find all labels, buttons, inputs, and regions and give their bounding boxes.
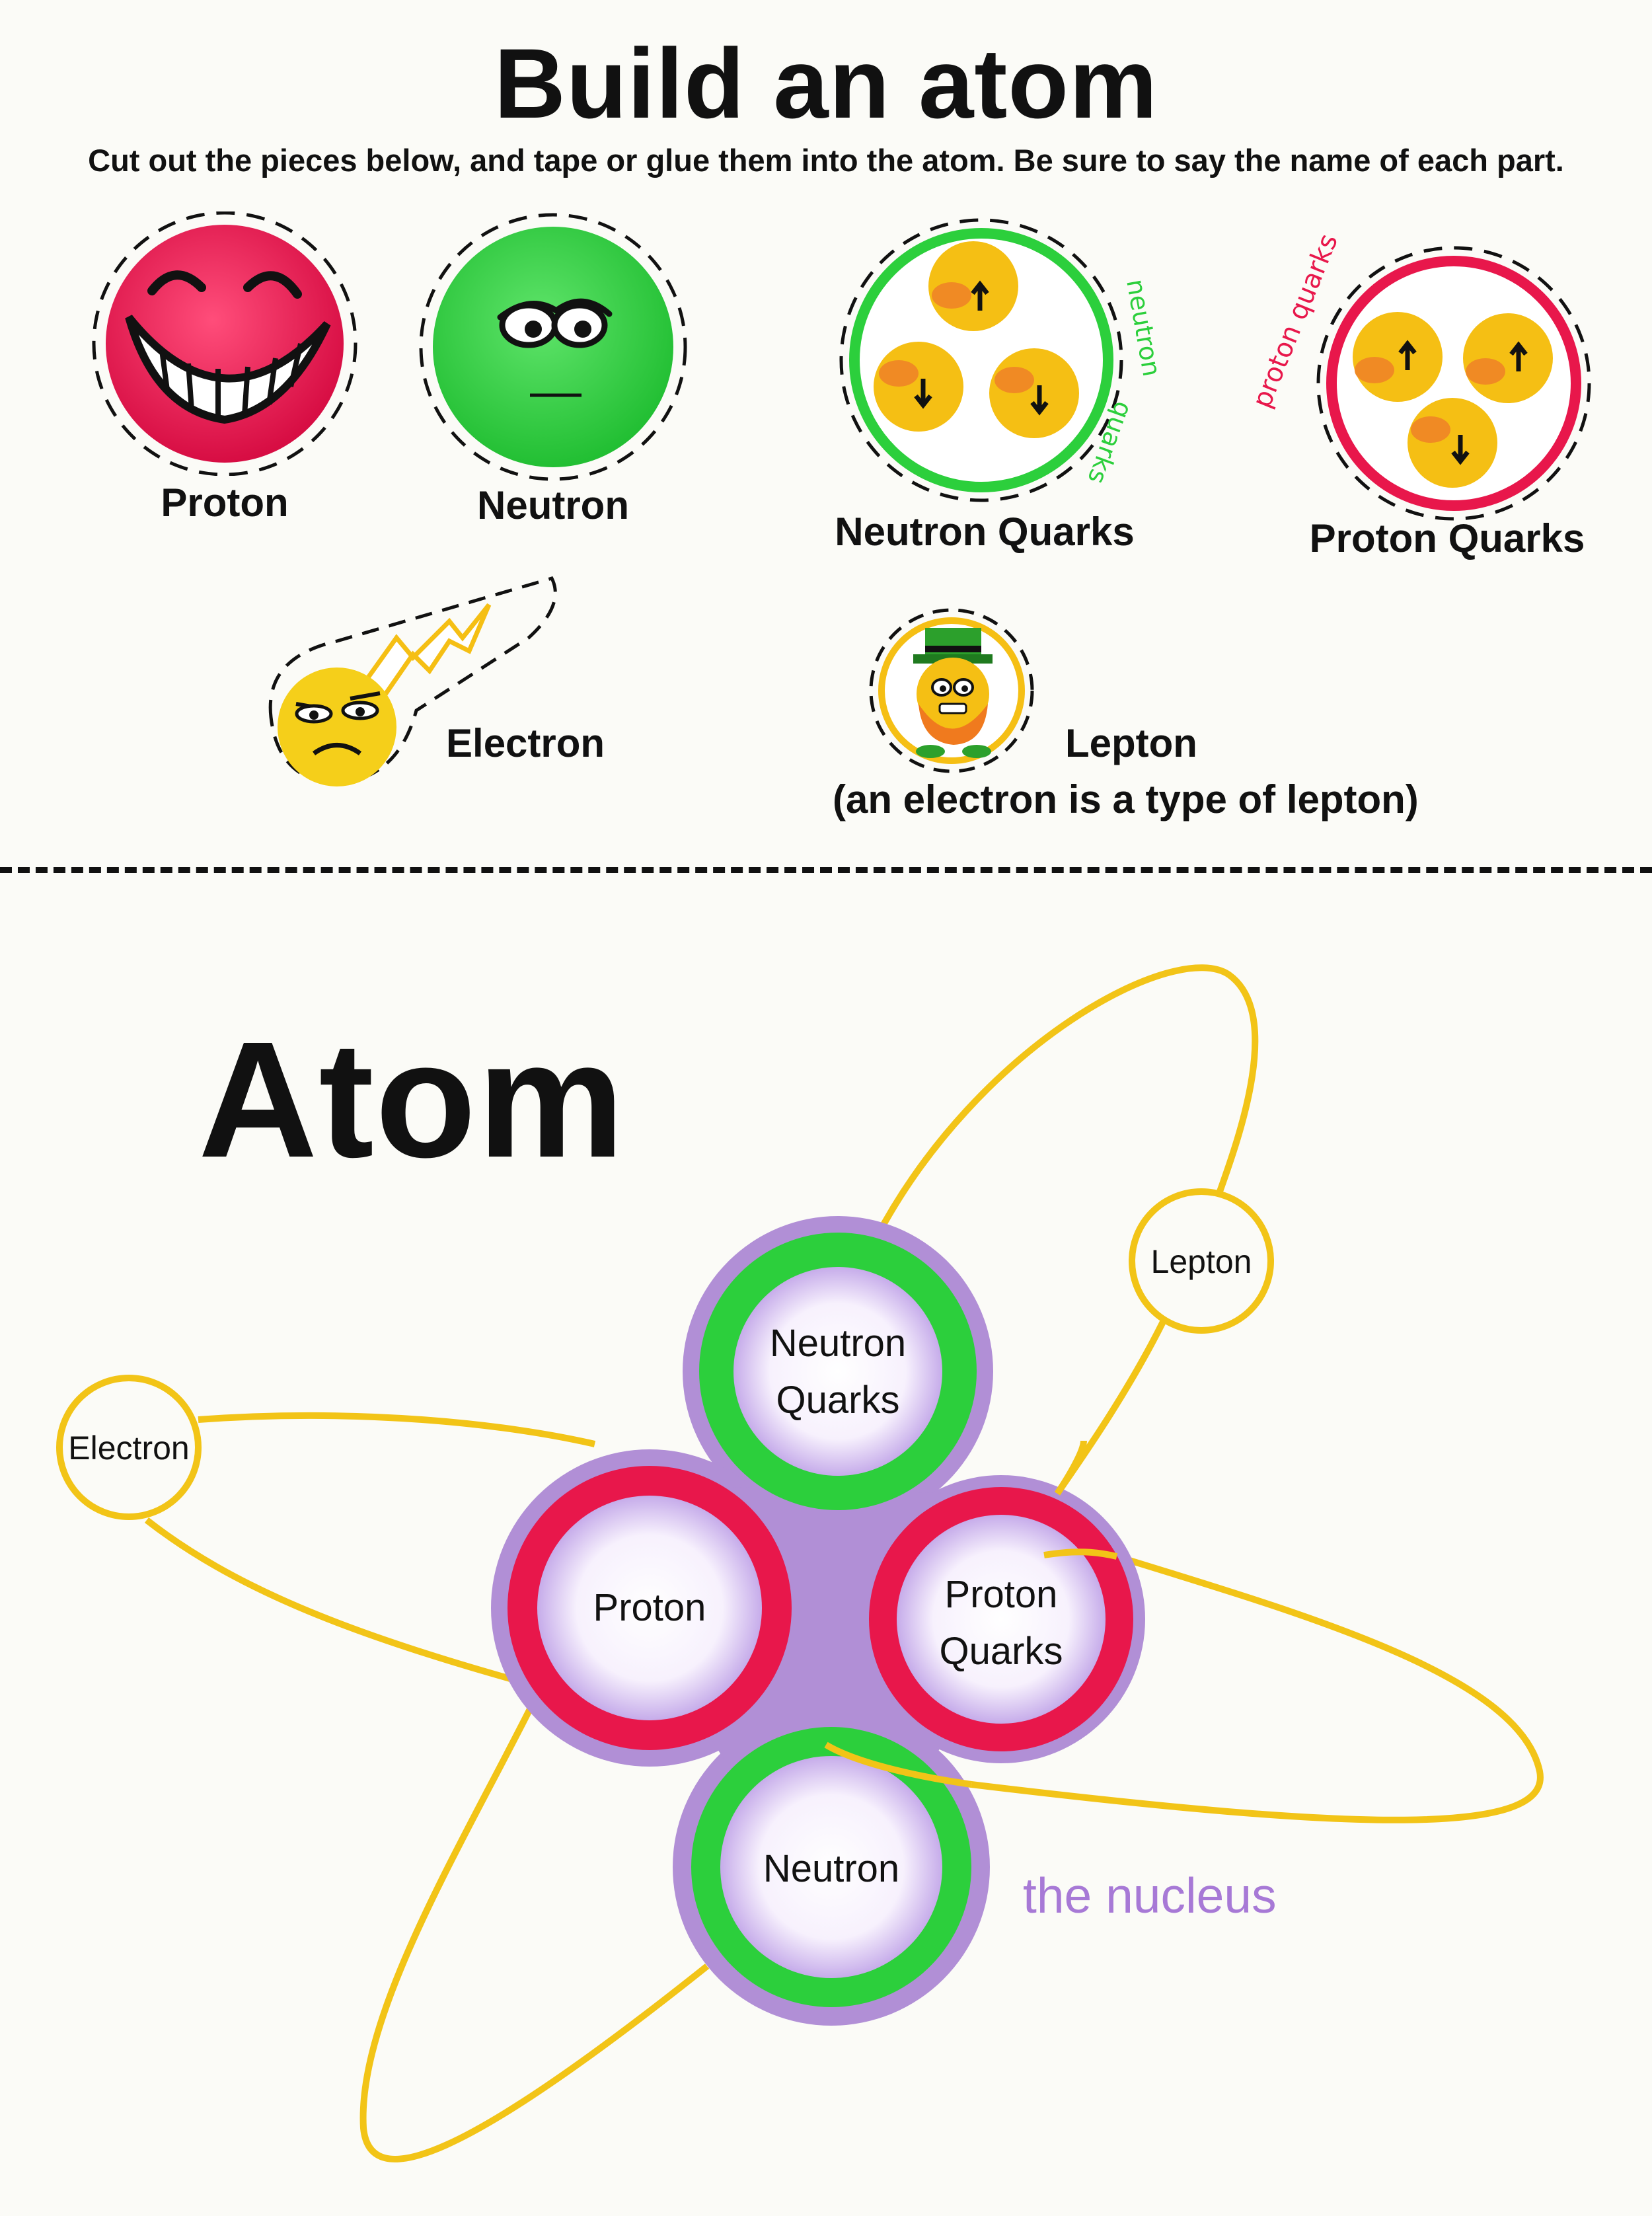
- slot-lepton-label: Lepton: [1150, 1243, 1252, 1280]
- proton-quarks-icon: proton quarks: [1247, 229, 1591, 521]
- instructions-text: Cut out the pieces below, and tape or gl…: [88, 143, 1564, 178]
- proton-piece[interactable]: Proton: [89, 211, 360, 525]
- electron-piece[interactable]: [251, 565, 568, 790]
- slot-proton-quarks-line-2: Quarks: [939, 1630, 1063, 1673]
- slot-neutron: [691, 1727, 971, 2007]
- proton-piece-label: Proton: [161, 480, 289, 525]
- electron-comet-icon: [268, 576, 557, 786]
- quark-up-icon: [928, 241, 1018, 331]
- slot-electron: [56, 1375, 202, 1520]
- quark-down-icon: [1408, 398, 1497, 488]
- quark-up-icon: [1353, 312, 1443, 402]
- orbit-electron-bottom: [144, 1517, 523, 1685]
- quark-up-icon: [1463, 313, 1553, 403]
- page-title: Build an atom: [494, 28, 1158, 139]
- slot-proton-quarks-line-1: Proton: [944, 1573, 1058, 1616]
- slot-neutron-label: Neutron: [763, 1847, 900, 1890]
- slot-neutron-quarks-line-2: Quarks: [776, 1379, 900, 1422]
- lepton-piece[interactable]: [866, 605, 1037, 777]
- leprechaun-icon: [869, 608, 1034, 773]
- quark-down-icon: [989, 348, 1079, 438]
- lepton-note: (an electron is a type of lepton): [833, 777, 1419, 821]
- neutron-quarks-icon: neutron quarks: [839, 218, 1160, 502]
- neutron-quarks-piece-label: Neutron Quarks: [835, 510, 1135, 554]
- orbit-lower: [359, 1697, 710, 2162]
- quark-down-icon: [874, 342, 963, 432]
- orbit-lepton: [872, 964, 1259, 1241]
- proton-quarks-piece-label: Proton Quarks: [1309, 516, 1585, 560]
- neutron-piece-label: Neutron: [477, 483, 629, 527]
- proton-quarks-piece[interactable]: proton quarks Proton Quarks: [1242, 211, 1612, 561]
- slot-neutron-quarks: [699, 1233, 977, 1510]
- slot-proton-label: Proton: [593, 1586, 706, 1629]
- cut-line: [0, 867, 1652, 873]
- neutron-quarks-piece[interactable]: neutron quarks Neutron Quarks: [816, 208, 1160, 554]
- electron-piece-label: Electron: [446, 721, 605, 765]
- nucleus-label: the nucleus: [1023, 1868, 1277, 1923]
- atom-diagram: [56, 964, 1544, 2162]
- orbit-wide: [971, 1553, 1544, 1823]
- neutron-piece[interactable]: Neutron: [418, 211, 689, 528]
- slot-electron-label: Electron: [68, 1430, 190, 1467]
- neutron-face-icon: [419, 213, 687, 481]
- lepton-piece-label: Lepton: [1065, 721, 1197, 765]
- orbit-electron-top: [198, 1412, 596, 1447]
- slot-proton-quarks-label: Proton Quarks: [902, 1566, 1100, 1680]
- neutron-ring-text: neutron: [1121, 277, 1160, 379]
- slot-neutron-quarks-label: Neutron Quarks: [739, 1315, 937, 1429]
- slot-lepton: [1129, 1188, 1274, 1334]
- proton-face-icon: [92, 211, 357, 476]
- slot-proton: [507, 1466, 792, 1750]
- atom-title: Atom: [198, 1007, 626, 1192]
- slot-neutron-quarks-line-1: Neutron: [769, 1322, 907, 1365]
